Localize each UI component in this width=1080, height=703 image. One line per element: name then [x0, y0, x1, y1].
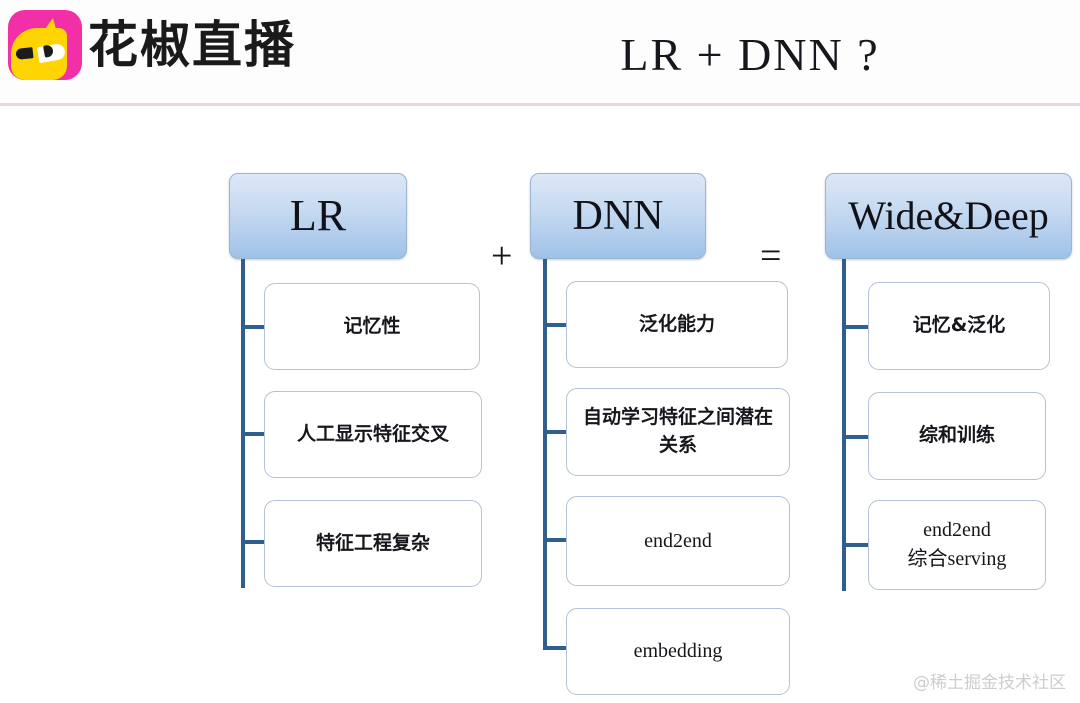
logo-left-eye-shape — [15, 47, 34, 60]
child-node-dnn-4[interactable]: embedding — [566, 608, 790, 695]
connector-branch-wd-1 — [842, 325, 870, 329]
page-title: LR + DNN ? — [620, 29, 880, 80]
operator-plus: + — [491, 235, 513, 277]
brand-wordmark: 花椒直播 — [88, 16, 296, 74]
connector-branch-dnn-2 — [543, 430, 568, 434]
child-node-wd-3[interactable]: end2end 综合serving — [868, 500, 1046, 590]
connector-branch-dnn-1 — [543, 323, 568, 327]
root-node-dnn[interactable]: DNN — [530, 173, 706, 259]
child-node-wd-1[interactable]: 记忆&泛化 — [868, 282, 1050, 370]
child-node-wd-3-label: end2end 综合serving — [907, 519, 1007, 570]
root-node-lr-label: LR — [289, 191, 347, 240]
connector-trunk-wide-deep — [842, 259, 846, 591]
child-node-wd-1-label: 记忆&泛化 — [912, 314, 1006, 337]
connector-trunk-dnn — [543, 259, 547, 650]
connector-branch-lr-2 — [241, 432, 266, 436]
huajiao-cat-logo-icon — [8, 10, 82, 80]
child-node-dnn-2-label: 自动学习特征之间潜在 关系 — [582, 406, 773, 456]
slide-header: 花椒直播 LR + DNN ? — [0, 0, 1080, 106]
watermark-text: @稀土掘金技术社区 — [913, 673, 1066, 693]
root-node-wide-deep[interactable]: Wide&Deep — [825, 173, 1072, 259]
connector-branch-dnn-3 — [543, 538, 568, 542]
child-node-dnn-1-label: 泛化能力 — [638, 312, 715, 335]
root-node-lr[interactable]: LR — [229, 173, 407, 259]
child-node-lr-1-label: 记忆性 — [343, 314, 401, 337]
child-node-dnn-3-label: end2end — [644, 529, 712, 552]
connector-branch-wd-3 — [842, 543, 870, 547]
root-node-wide-deep-label: Wide&Deep — [848, 193, 1049, 238]
child-node-lr-2-label: 人工显示特征交叉 — [296, 422, 449, 445]
child-node-lr-1[interactable]: 记忆性 — [264, 283, 480, 370]
child-node-lr-3[interactable]: 特征工程复杂 — [264, 500, 482, 587]
root-node-dnn-label: DNN — [572, 193, 664, 239]
child-node-wd-2[interactable]: 综和训练 — [868, 392, 1046, 480]
child-node-dnn-1[interactable]: 泛化能力 — [566, 281, 788, 368]
connector-branch-lr-1 — [241, 325, 266, 329]
diagram-area: LR 记忆性 人工显示特征交叉 特征工程复杂 + DNN 泛化能力 自动学习特征… — [0, 106, 1080, 703]
connector-trunk-lr — [241, 259, 245, 588]
child-node-wd-2-label: 综和训练 — [918, 424, 995, 447]
header-divider — [0, 103, 1080, 106]
child-node-dnn-4-label: embedding — [633, 640, 723, 662]
connector-branch-dnn-4 — [543, 646, 568, 650]
child-node-lr-3-label: 特征工程复杂 — [315, 531, 430, 554]
connector-branch-wd-2 — [842, 435, 870, 439]
child-node-lr-2[interactable]: 人工显示特征交叉 — [264, 391, 482, 478]
child-node-dnn-2[interactable]: 自动学习特征之间潜在 关系 — [566, 388, 790, 476]
operator-equals: = — [760, 235, 782, 277]
connector-branch-lr-3 — [241, 540, 266, 544]
child-node-dnn-3[interactable]: end2end — [566, 496, 790, 586]
